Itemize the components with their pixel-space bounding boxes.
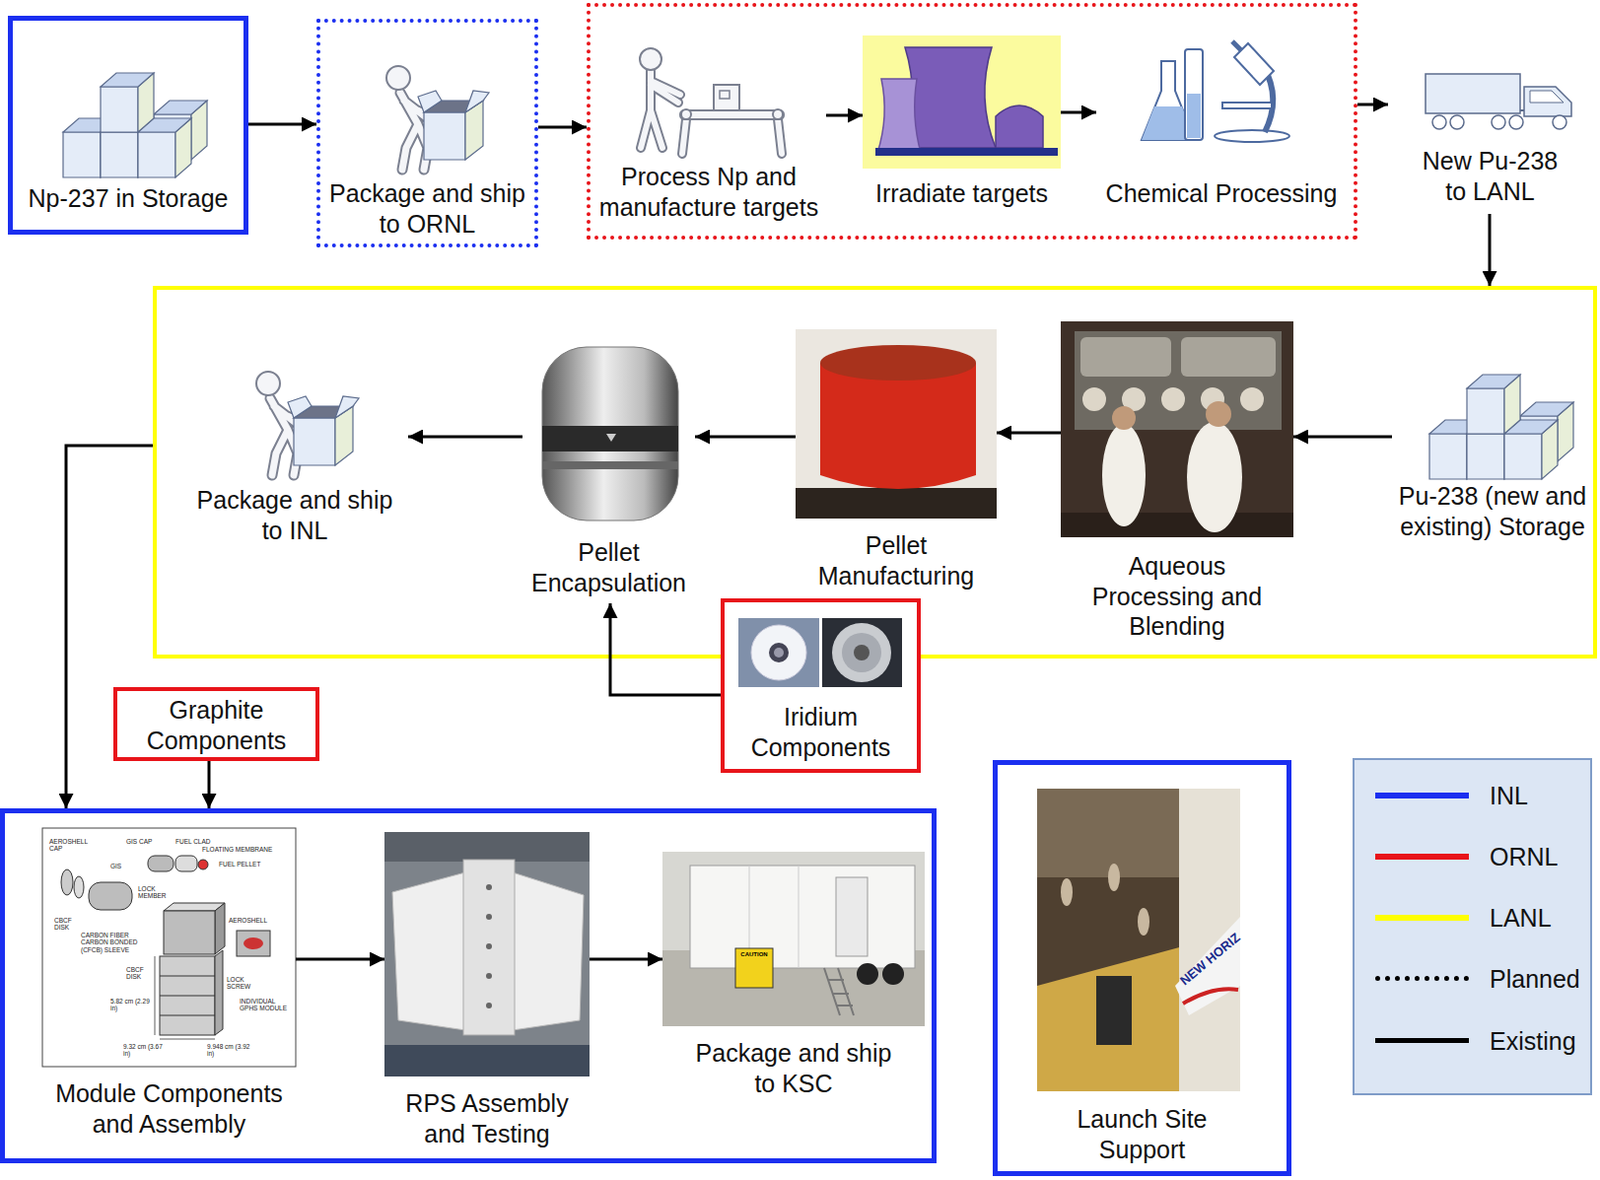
flow-arrow: [996, 431, 1061, 435]
flow-arrow: [1060, 111, 1097, 115]
process-step: Chemical Processing: [1096, 37, 1347, 218]
rps-photo: [384, 832, 590, 1077]
flow-arrow: [610, 603, 721, 696]
component-box: Iridium Components: [720, 598, 921, 773]
planned-group: Process Np and manufacture targets Irradi…: [586, 2, 1358, 240]
step-label: New Pu-238 to LANL: [1416, 145, 1565, 207]
flow-arrow: [538, 126, 587, 130]
flow-arrow: [695, 435, 796, 439]
banner-text: NEW HORIZ: [1176, 928, 1247, 991]
part-label: FUEL CLAD: [175, 837, 217, 845]
part-label: AEROSHELL CAP: [49, 837, 91, 853]
step-label: Launch Site Support: [1053, 1104, 1232, 1165]
step-label: Iridium Components: [729, 701, 912, 763]
truck-icon: [1425, 73, 1572, 130]
storage-step: Pu-238 (new and existing) Storage: [1391, 366, 1594, 545]
assembly-group: Module Components and Assembly RPS Assemb…: [0, 808, 937, 1164]
flow-arrow: [66, 445, 153, 809]
flow-arrow: [1357, 103, 1389, 107]
step-label: Pu-238 (new and existing) Storage: [1395, 481, 1590, 542]
flow-arrow: [208, 761, 211, 809]
launch-photo: [1037, 788, 1241, 1092]
step-label: Package and ship to KSC: [688, 1038, 901, 1099]
legend-swatch: [1375, 853, 1469, 860]
step-label: RPS Assembly and Testing: [393, 1088, 581, 1149]
pellet-photo: [795, 329, 997, 519]
flow-arrow: [1488, 213, 1492, 286]
part-label: AEROSHELL: [228, 916, 274, 924]
component-box: Graphite Components: [113, 687, 320, 762]
legend-line-sample: [1375, 1038, 1469, 1044]
conveyor-icon: [639, 48, 784, 154]
storage-box: Np-237 in Storage: [7, 15, 249, 235]
legend-label: Planned: [1489, 964, 1581, 994]
shipping-step: Package and ship to KSC: [662, 851, 925, 1104]
sign-text: CAUTION: [735, 951, 773, 959]
legend-box: INL ORNL LANL PlannedExisting: [1352, 758, 1593, 1096]
step-label: Process Np and manufacture targets: [594, 161, 824, 222]
planned-step-box: Package and ship to ORNL: [316, 18, 539, 248]
process-group: Pu-238 (new and existing) StorageAqueous…: [152, 285, 1598, 659]
process-step: Process Np and manufacture targets: [591, 39, 827, 227]
module-exploded-view: [42, 828, 296, 1067]
process-step: Irradiate targets: [862, 35, 1061, 218]
part-label: LOCK MEMBER: [138, 885, 168, 901]
process-step: Aqueous Processing and Blending: [1060, 321, 1294, 647]
part-label: INDIVIDUAL GPHS MODULE: [239, 997, 291, 1013]
legend-label: Existing: [1489, 1026, 1577, 1056]
legend-label: LANL: [1489, 903, 1552, 933]
step-label: Module Components and Assembly: [48, 1078, 290, 1139]
launch-box: Launch Site Support: [992, 760, 1292, 1177]
flow-arrow: [1293, 435, 1392, 439]
part-label: GIS CAP: [126, 837, 160, 845]
step-label: Graphite Components: [120, 695, 313, 756]
assembly-step: RPS Assembly and Testing: [384, 832, 590, 1158]
legend-label: INL: [1489, 780, 1529, 811]
step-label: Irradiate targets: [865, 178, 1058, 209]
step-label: Pellet Encapsulation: [525, 537, 694, 598]
glovebox-photo: [1060, 321, 1294, 538]
capsule-photo: [530, 342, 690, 526]
legend-label: ORNL: [1489, 841, 1558, 872]
trailer-photo: [662, 851, 925, 1027]
part-label: FUEL PELLET: [218, 860, 269, 868]
step-label: Aqueous Processing and Blending: [1078, 551, 1276, 642]
reactor-icon: [862, 35, 1061, 169]
assembly-step: Module Components and Assembly: [42, 828, 296, 1144]
process-step: Pellet Manufacturing: [795, 329, 997, 596]
flow-arrow: [295, 958, 385, 962]
dimension-label: 9.32 cm (3.67 in): [123, 1043, 163, 1058]
part-label: CBCF DISK: [126, 966, 154, 981]
lab-icon: [1141, 41, 1290, 142]
worker-icon: [256, 66, 489, 476]
part-label: CBCF DISK: [54, 916, 82, 932]
package-step: Package and ship to INL: [181, 366, 409, 550]
dimension-label: 5.82 cm (2.29 in): [110, 997, 150, 1013]
step-label: Np-237 in Storage: [14, 183, 242, 214]
part-label: CARBON FIBER CARBON BONDED (CFCB) SLEEVE: [80, 931, 142, 954]
legend-line-sample: [1375, 975, 1469, 981]
flow-arrow: [826, 114, 863, 118]
step-label: Package and ship to INL: [189, 485, 402, 546]
step-label: Package and ship to ORNL: [321, 178, 534, 239]
flow-arrow: [589, 958, 663, 962]
part-label: FLOATING MEMBRANE: [202, 845, 286, 853]
flow-arrow: [408, 435, 523, 439]
iridium-photos: [720, 598, 921, 773]
process-step: Pellet Encapsulation: [522, 342, 696, 604]
flow-arrow: [248, 123, 317, 127]
transport-step: New Pu-238 to LANL: [1388, 66, 1593, 214]
legend-swatch: [1375, 914, 1469, 921]
step-label: Pellet Manufacturing: [807, 530, 985, 591]
step-label: Chemical Processing: [1101, 178, 1343, 209]
part-label: LOCK SCREW: [226, 975, 257, 991]
part-label: GIS: [110, 862, 131, 870]
dimension-label: 9.948 cm (3.92 in): [207, 1043, 251, 1058]
legend-swatch: [1375, 792, 1469, 799]
